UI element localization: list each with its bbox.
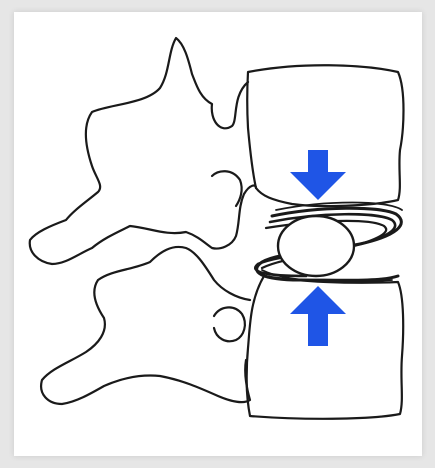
upper-posterior-elements [30, 38, 256, 264]
up-arrow-icon [290, 286, 346, 346]
lower-superior-articular [214, 307, 245, 341]
diagram-canvas [14, 12, 422, 456]
lower-posterior-elements [41, 247, 250, 404]
nucleus-pulposus [278, 216, 354, 276]
upper-inferior-articular [212, 171, 242, 206]
spine-diagram [14, 12, 422, 456]
down-arrow-icon [290, 150, 346, 200]
lower-vertebra [41, 247, 403, 419]
